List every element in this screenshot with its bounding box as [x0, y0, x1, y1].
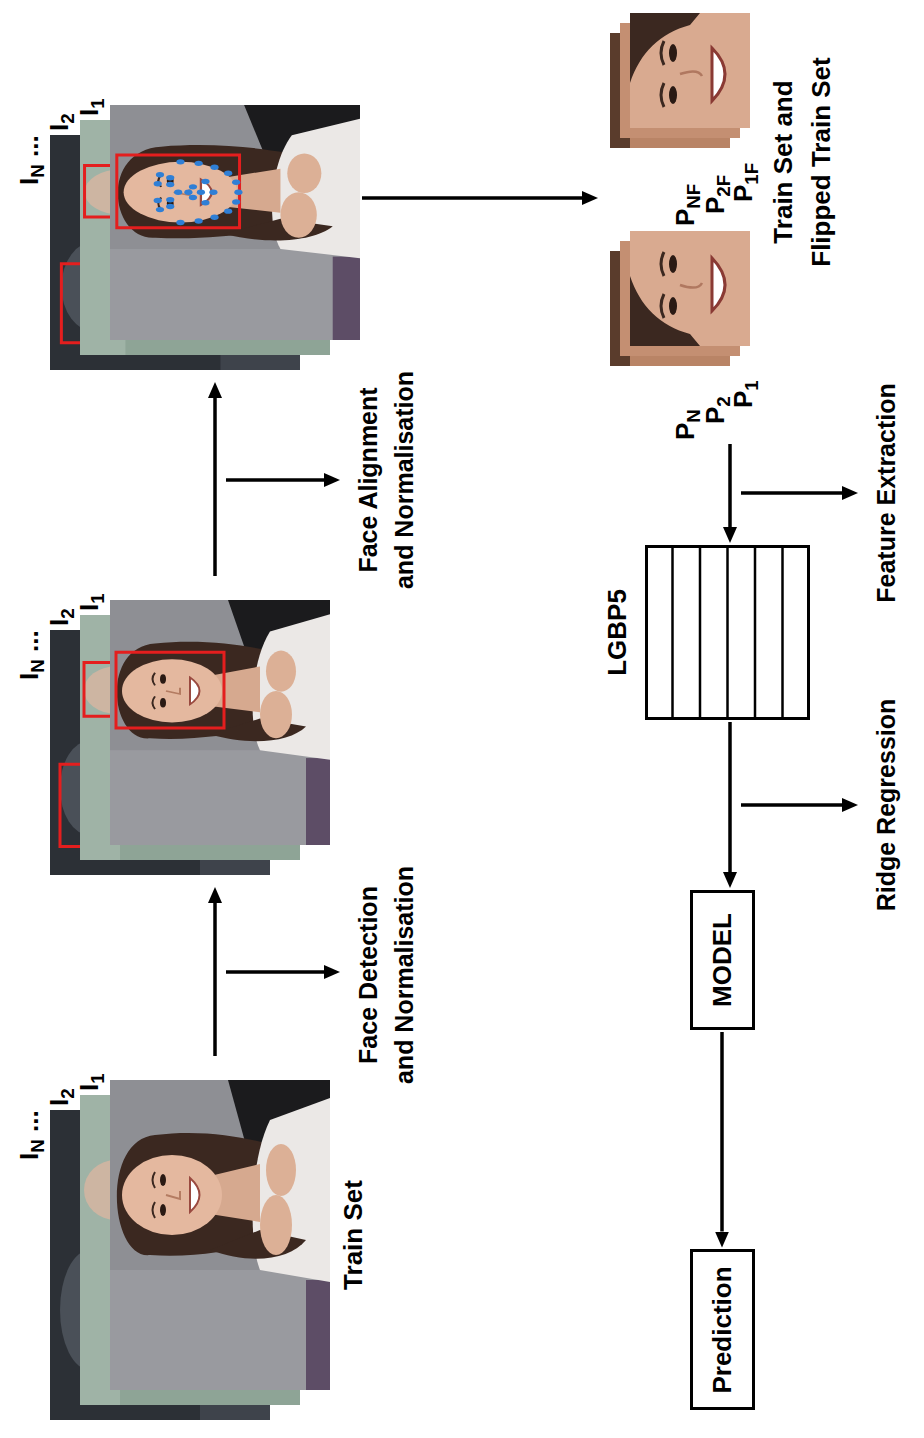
- box-label: MODEL: [707, 913, 738, 1007]
- step-label: Face Detection and Normalisation: [350, 865, 423, 1085]
- patch-set: PNP2P1PNFP2FP1FTrain Set and Flipped Tra…: [600, 10, 850, 442]
- patch-index: P1F: [728, 163, 759, 202]
- text-part: ...: [14, 135, 44, 164]
- subscript: 1F: [741, 163, 762, 185]
- subscript: N: [27, 164, 48, 178]
- text-part: I: [74, 109, 104, 116]
- patch-index: P2F: [700, 175, 731, 214]
- text-part: I: [74, 604, 104, 611]
- patch-index: P1: [728, 380, 759, 408]
- text-part: I: [44, 1099, 74, 1106]
- vector-divider: [699, 545, 702, 720]
- subscript: 1: [87, 1073, 108, 1083]
- vector-divider: [781, 545, 784, 720]
- image-stack: IN ...I2I1Train Set: [0, 1058, 378, 1430]
- image-index: I2: [44, 113, 75, 131]
- detected-photos: [50, 600, 330, 875]
- text-part: ...: [14, 1110, 44, 1139]
- text-part: P: [728, 185, 758, 202]
- text-part: P: [700, 407, 730, 424]
- photo: [110, 1080, 330, 1390]
- text-part: I: [14, 1153, 44, 1160]
- text-part: I: [74, 1084, 104, 1091]
- face-patch: [630, 231, 750, 346]
- step-label: Face Alignment and Normalisation: [350, 370, 423, 590]
- feature-vector-box: LGBP5: [600, 545, 810, 720]
- process-box: MODEL: [690, 890, 755, 1030]
- image-stack: IN ...I2I1: [0, 578, 330, 885]
- face-box: [116, 652, 224, 728]
- text-part: P: [670, 209, 700, 226]
- feature-name: LGBP5: [602, 545, 633, 720]
- box-label: Prediction: [707, 1266, 738, 1393]
- vector-divider: [671, 545, 674, 720]
- photo: [110, 105, 360, 340]
- photo: [110, 600, 330, 845]
- subscript: 1: [87, 98, 108, 108]
- subscript: N: [27, 659, 48, 673]
- set-caption: Train Set and Flipped Train Set: [765, 42, 840, 282]
- text-part: I: [44, 619, 74, 626]
- vector-divider: [726, 545, 729, 720]
- text-part: I: [44, 124, 74, 131]
- vector-divider: [754, 545, 757, 720]
- flow-arrow: [728, 722, 732, 872]
- side-arrow: [741, 491, 842, 495]
- image-index: I1: [74, 1073, 105, 1091]
- subscript: 1: [741, 380, 762, 390]
- patch-index: PN: [670, 409, 701, 440]
- subscript: 1: [87, 593, 108, 603]
- flow-arrow: [362, 196, 582, 200]
- text-part: P: [670, 423, 700, 440]
- text-part: P: [700, 197, 730, 214]
- step-label: Ridge Regression: [868, 655, 904, 955]
- image-index: IN ...: [14, 1110, 45, 1160]
- text-part: I: [14, 673, 44, 680]
- train-photos: [50, 1080, 330, 1420]
- image-index: IN ...: [14, 630, 45, 680]
- face-patch: [630, 13, 750, 128]
- side-arrow: [226, 478, 324, 482]
- flow-arrow: [720, 1032, 724, 1232]
- text-part: ...: [14, 630, 44, 659]
- side-arrow: [226, 970, 324, 974]
- set-caption: Train Set: [338, 1080, 369, 1390]
- text-part: P: [728, 391, 758, 408]
- subscript: N: [27, 1139, 48, 1153]
- image-index: I2: [44, 1088, 75, 1106]
- patch-index: PNF: [670, 184, 701, 226]
- text-part: I: [14, 178, 44, 185]
- image-index: I1: [74, 98, 105, 116]
- aligned-photos: [50, 105, 360, 370]
- landmark-dots: [154, 159, 243, 225]
- feature-vector: [645, 545, 810, 720]
- flow-arrow: [213, 398, 217, 576]
- flow-arrow: [728, 444, 732, 527]
- patch-index: P2: [700, 396, 731, 424]
- image-index: IN ...: [14, 135, 45, 185]
- side-arrow: [741, 803, 842, 807]
- image-index: I1: [74, 593, 105, 611]
- image-index: I2: [44, 608, 75, 626]
- flow-arrow: [213, 903, 217, 1056]
- step-label: Feature Extraction: [868, 343, 904, 643]
- process-box: Prediction: [690, 1250, 755, 1411]
- image-stack: IN ...I2I1: [0, 83, 360, 380]
